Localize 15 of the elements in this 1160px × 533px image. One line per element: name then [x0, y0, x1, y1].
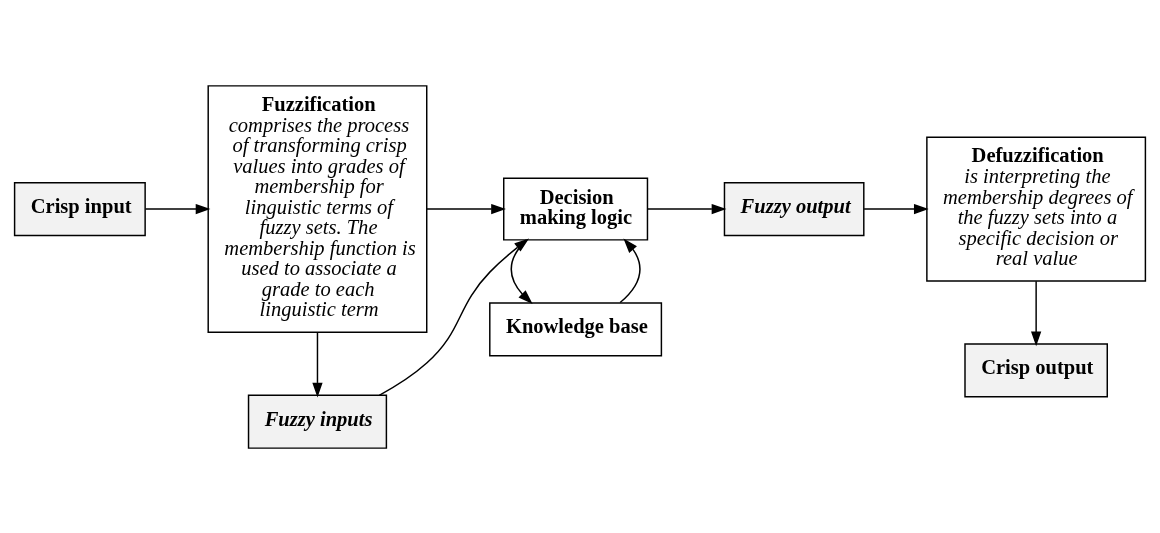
node-box: Knowledge base — [489, 301, 663, 356]
arrow — [144, 203, 211, 214]
node-box: Defuzzification is interpreting the membership degrees of the fuzzy sets into a specific decision or real value — [926, 135, 1147, 282]
arrow — [312, 331, 323, 397]
node-box: Decision making logic — [503, 177, 649, 241]
node-box: Crisp output — [964, 342, 1108, 398]
arrow — [646, 203, 727, 214]
node-box: Crisp input — [13, 181, 146, 236]
node-box: Fuzzification comprises the process of transforming crisp values into grades of membership for linguistic terms of fuzzy sets. The membership function is used to associate a grade to each linguistic term — [207, 84, 428, 333]
arrow — [619, 237, 641, 303]
arrow — [426, 203, 506, 214]
arrow — [1031, 280, 1042, 346]
node-box: Fuzzy inputs — [247, 394, 388, 449]
node-box: Fuzzy output — [723, 181, 865, 236]
arrow — [863, 203, 929, 214]
